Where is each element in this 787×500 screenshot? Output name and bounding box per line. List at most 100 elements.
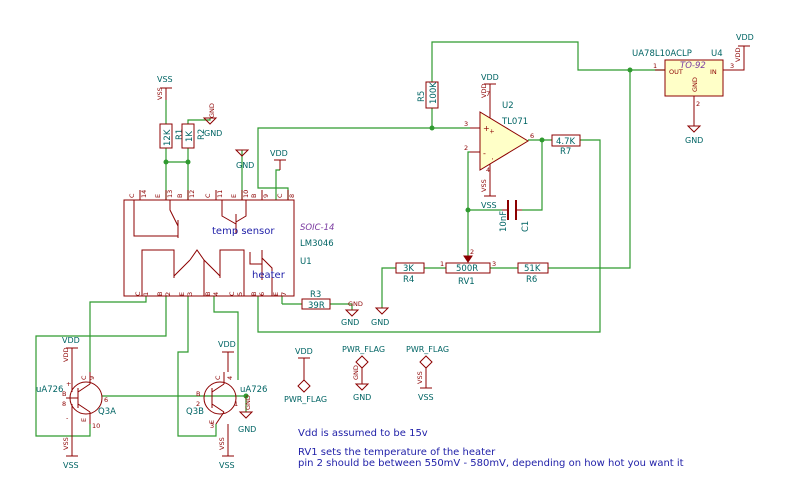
r3-body (301, 298, 331, 310)
u1-pin11-num: 11 (216, 190, 224, 198)
junction-u2-out (539, 137, 545, 143)
pwr-flag-vss-flag: PWR_FLAG (406, 345, 449, 354)
u1-ref: U1 (300, 257, 312, 267)
vss-q3b-symbol: VSS VSS (218, 424, 235, 470)
vdd-u2-small: VDD (480, 84, 488, 98)
junction-c1 (465, 207, 471, 213)
u1-pin6-num: 6 (258, 292, 266, 296)
vss-q3a-small: VSS (62, 437, 70, 450)
vss-u2-symbol: VSS VSS (480, 179, 497, 210)
q3a-pin-b: B (62, 390, 66, 398)
r7-resistor[interactable]: 4.7K R7 (551, 134, 581, 157)
u2-pin6-num: 6 (530, 132, 534, 140)
r7-ref: R7 (560, 147, 571, 157)
q3a-collector (77, 383, 91, 393)
r2-value: 1K (185, 131, 195, 142)
note-line-3: pin 2 should be between 550mV - 580mV, d… (298, 458, 684, 469)
gnd-r3-small: GND (348, 300, 363, 308)
q3b-ref: Q3B (186, 407, 204, 417)
r5-ref: R5 (417, 91, 427, 102)
vdd-u2-label: VDD (481, 73, 499, 82)
gnd-r3-label: GND (341, 318, 359, 327)
q3a-pin9: 9 (88, 376, 96, 380)
pwr-flag-vss-small: VSS (416, 371, 424, 384)
wire-r5-top (431, 41, 665, 82)
u1-pair-left (141, 249, 191, 296)
r2-resistor[interactable]: 1K R2 (181, 123, 207, 149)
r6-value: 51K (524, 264, 541, 274)
u1-value: LM3046 (300, 239, 334, 249)
u1-pin3-letter: E (178, 292, 186, 296)
q3a-ref: Q3A (98, 407, 116, 417)
rv1-wiper (463, 255, 473, 263)
wire-c1-right (522, 140, 543, 211)
r6-resistor[interactable]: 51K R6 (517, 262, 549, 285)
gnd-r4-triangle (374, 307, 390, 315)
r3-value: 39R (308, 301, 325, 311)
u4-out: OUT (669, 68, 683, 76)
pwr-flag-gnd[interactable]: PWR_FLAG GND GND (342, 345, 385, 402)
u4-regulator[interactable]: UA78L10ACLP U4 TO-92 OUT IN GND 1 3 2 (632, 49, 740, 112)
gnd-r2-small: GND (208, 103, 216, 118)
pwr-flag-vdd-label: VDD (295, 347, 313, 356)
r6-ref: R6 (526, 275, 537, 285)
rv1-ref: RV1 (458, 277, 475, 287)
vdd-u4-small: VDD (734, 48, 742, 62)
u1-pin3-num: 3 (186, 292, 194, 296)
c1-capacitor[interactable]: 10nF C1 (499, 200, 531, 232)
vss-r1-small: VSS (156, 87, 164, 100)
q3b-pin-b: B (196, 390, 200, 398)
u2-tl071[interactable]: + - 3 2 6 7 4 + - U2 TL071 (464, 90, 534, 184)
vss-u2-small: VSS (480, 179, 488, 192)
r5-value: 100K (429, 82, 439, 104)
notes: Vdd is assumed to be 15v RV1 sets the te… (298, 428, 684, 469)
u1-transistor-2-c (235, 200, 247, 223)
u1-pin5-num: 5 (236, 292, 244, 296)
u1-pin7-letter: E (272, 292, 280, 296)
pwr-flag-gnd-flag: PWR_FLAG (342, 345, 385, 354)
q3b-transistor[interactable]: uA726 Q3B B 2 1 C E 3 4 (186, 372, 267, 430)
r5-body (425, 81, 439, 109)
vdd-u4-label: VDD (736, 33, 754, 42)
q3b-e-lead (215, 411, 225, 425)
gnd-r2-symbol: GND GND (202, 103, 222, 138)
junctions (163, 67, 633, 399)
c1-value: 10nF (499, 211, 509, 232)
vdd-q3a-small: VDD (62, 348, 70, 362)
pwr-flag-vdd-flag: PWR_FLAG (284, 395, 327, 404)
u4-pin1-num: 1 (653, 62, 657, 70)
wire-inv-input (467, 151, 470, 258)
gnd-r2-label: GND (204, 129, 222, 138)
u2-pin4-num: 4 (486, 166, 490, 174)
u2-vplus: + (488, 129, 496, 134)
u1-lm3046[interactable]: 14 13 12 11 10 9 8 C E B C E B C 1 2 3 4… (123, 190, 334, 297)
wire-r7-loop (257, 139, 601, 333)
q3a-vplus: + (66, 380, 71, 388)
gnd-u4-triangle (686, 125, 702, 133)
rv1-potentiometer[interactable]: 500R RV1 1 3 2 (440, 248, 496, 287)
r4-resistor[interactable]: 3K R4 (395, 262, 425, 285)
u4-body (664, 59, 724, 97)
u4-ref: U4 (711, 49, 723, 59)
r5-resistor[interactable]: 100K R5 (417, 81, 439, 109)
q3a-pin8: 8 (62, 400, 66, 408)
u1-pair-right (203, 249, 245, 296)
r6-body (517, 262, 549, 274)
pwr-flag-vss[interactable]: PWR_FLAG VSS VSS (406, 345, 449, 402)
r3-ref: R3 (310, 290, 321, 300)
q3a-value: uA726 (36, 385, 63, 395)
r7-body (551, 134, 581, 147)
r1-resistor[interactable]: 12K R1 (159, 123, 185, 149)
q3a-transistor[interactable]: uA726 Q3A B 8 6 C E 10 9 (36, 372, 116, 430)
r3-resistor[interactable]: 39R R3 (301, 290, 331, 311)
wire-pin9-vdd (275, 169, 280, 200)
gnd-r4-label: GND (371, 318, 389, 327)
pwr-flag-vdd[interactable]: VDD PWR_FLAG (284, 347, 327, 404)
u2-body (479, 111, 529, 171)
u4-pin2-num: 2 (696, 100, 700, 108)
u1-pin4-letter: B (204, 292, 212, 296)
gnd-q3b-label: GND (238, 425, 256, 434)
q3a-pin-c: C (80, 375, 88, 380)
vss-q3b-label: VSS (219, 461, 235, 470)
q3b-pin4: 4 (226, 376, 234, 380)
